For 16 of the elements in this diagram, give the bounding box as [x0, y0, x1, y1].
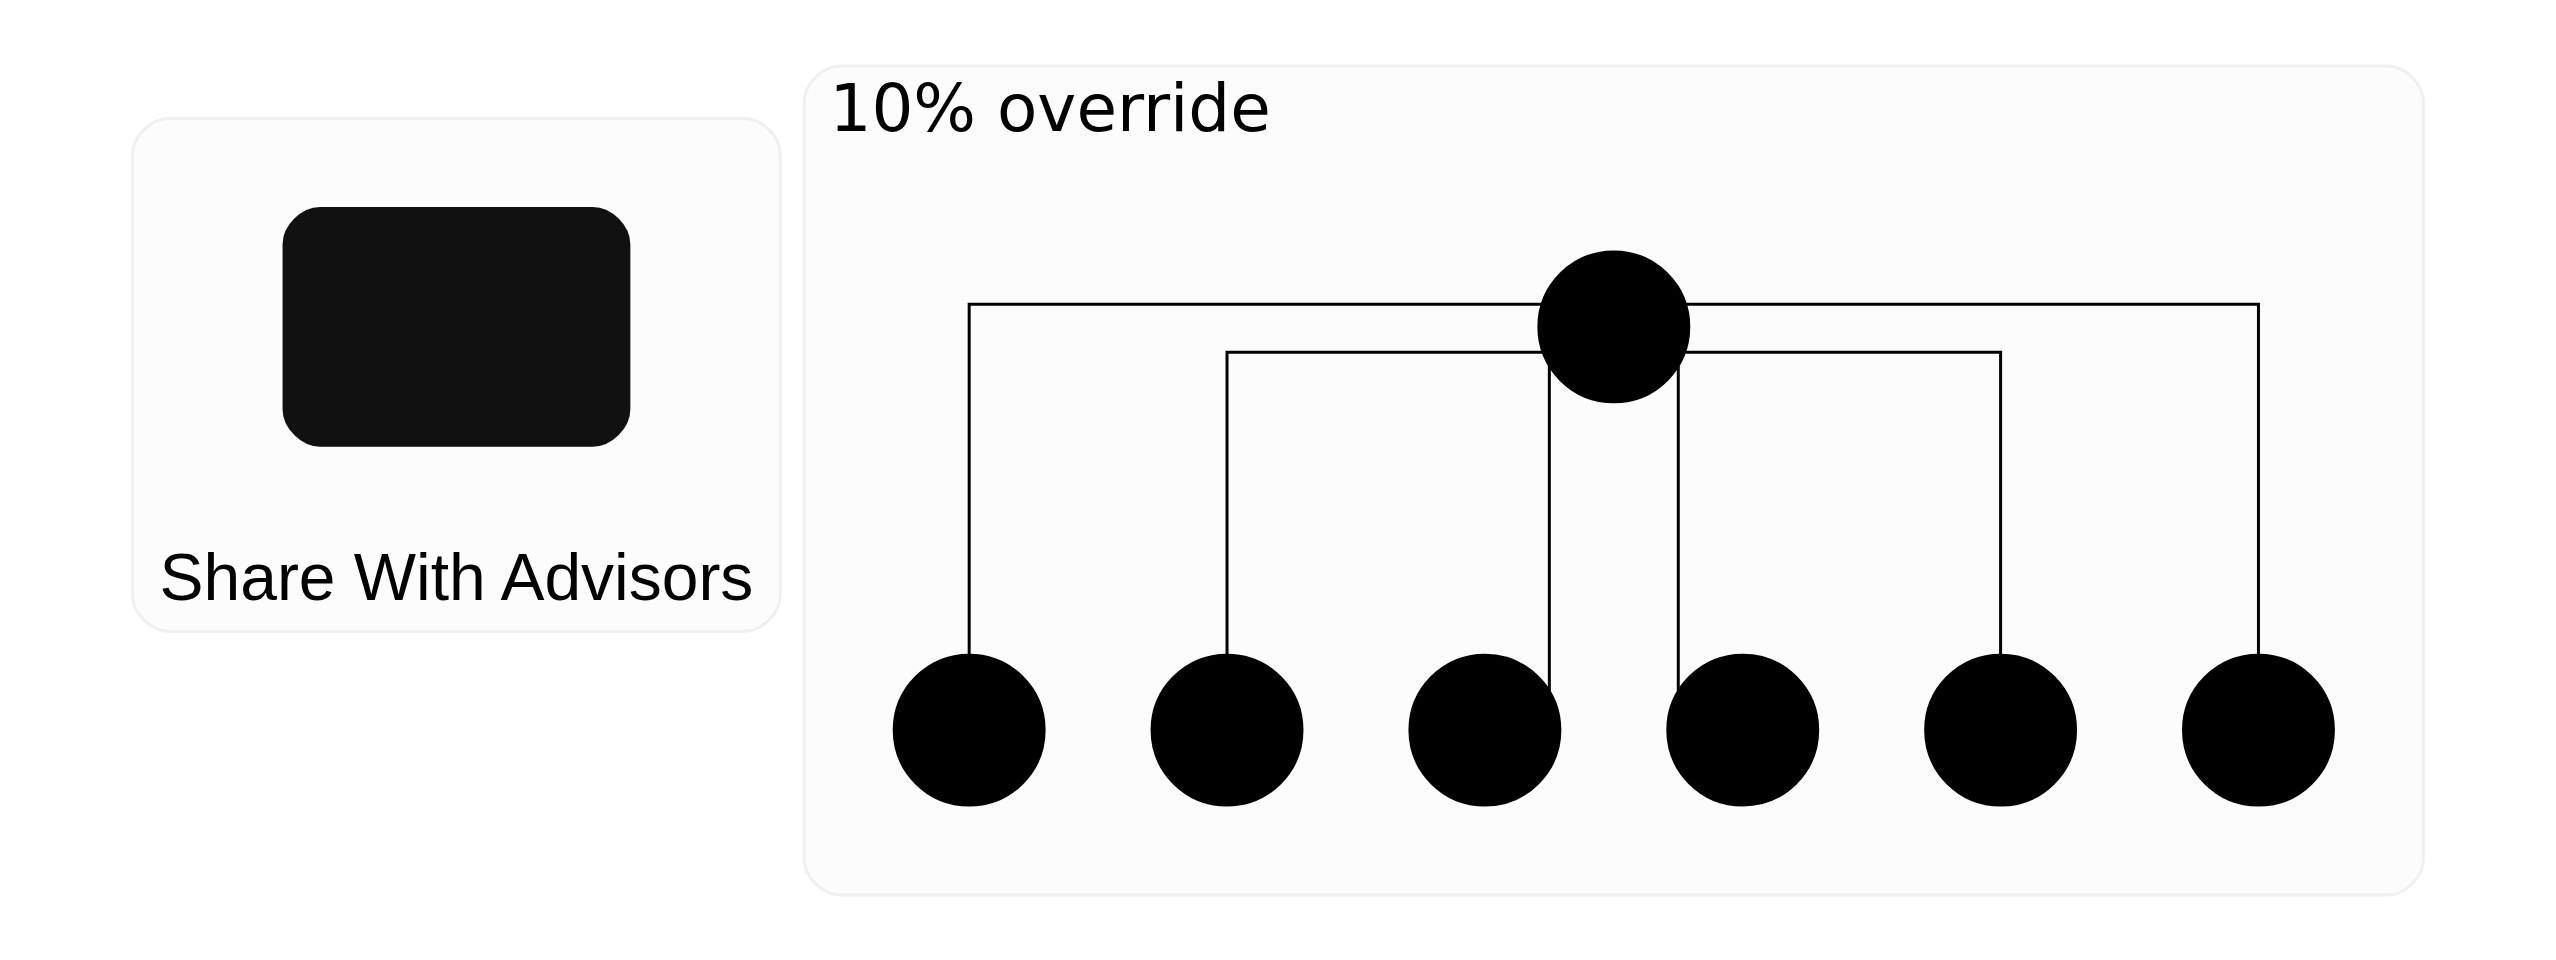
- node-person: [1150, 653, 1304, 807]
- node-person: [1924, 653, 2078, 807]
- node-box: [282, 206, 631, 447]
- connector: [1686, 302, 2260, 655]
- connector: [1225, 350, 1543, 655]
- connector: [1676, 365, 1680, 691]
- connector: [1684, 350, 2003, 655]
- node-person: [1537, 249, 1691, 403]
- cluster: 10% override: [802, 64, 2425, 896]
- node-person: [2182, 653, 2335, 807]
- connector: [1547, 365, 1551, 691]
- node-person: [892, 653, 1046, 807]
- node-person: [1408, 653, 1562, 807]
- connector: [967, 302, 1542, 655]
- cluster: Share With Advisors: [131, 116, 782, 633]
- node-person: [1666, 653, 1820, 807]
